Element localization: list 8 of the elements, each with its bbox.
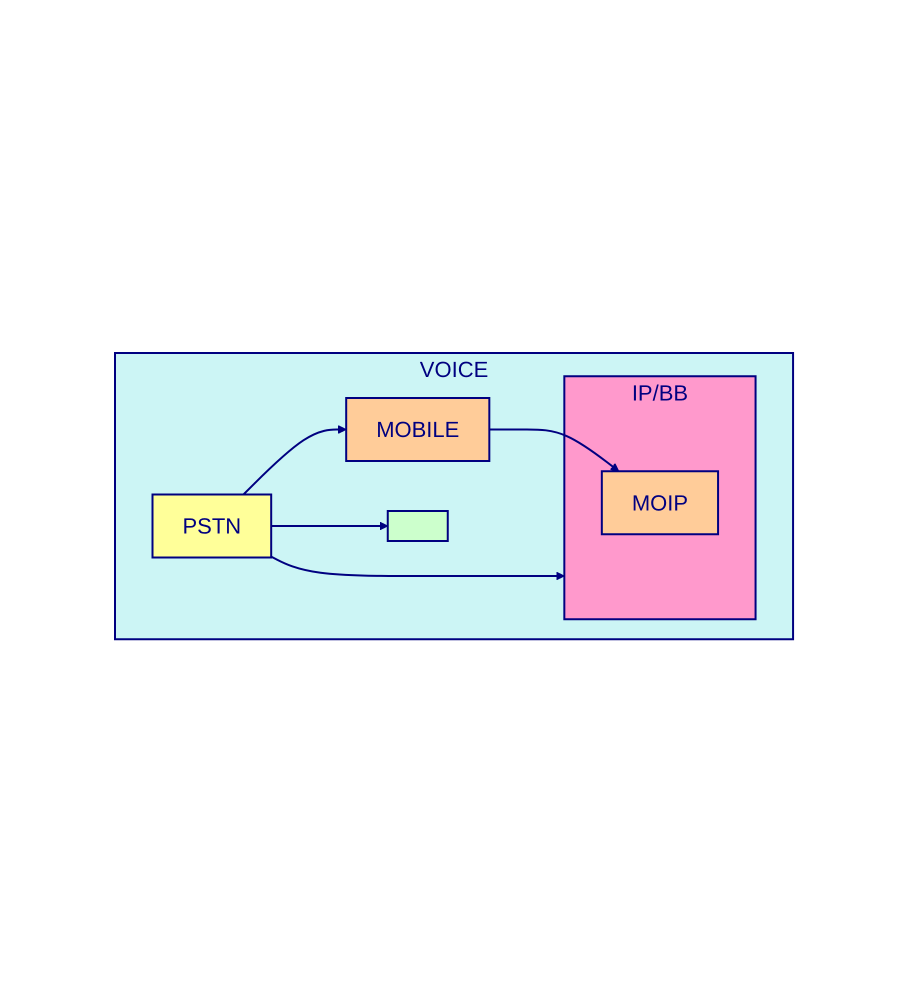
node-box: PSTN — [152, 494, 273, 559]
node-box: MOIP — [601, 470, 720, 536]
arrow — [271, 556, 566, 581]
arrow — [272, 522, 389, 531]
node-box: MOBILE — [346, 397, 491, 462]
node-box — [387, 510, 450, 542]
arrow — [243, 425, 348, 496]
arrow — [490, 428, 620, 472]
